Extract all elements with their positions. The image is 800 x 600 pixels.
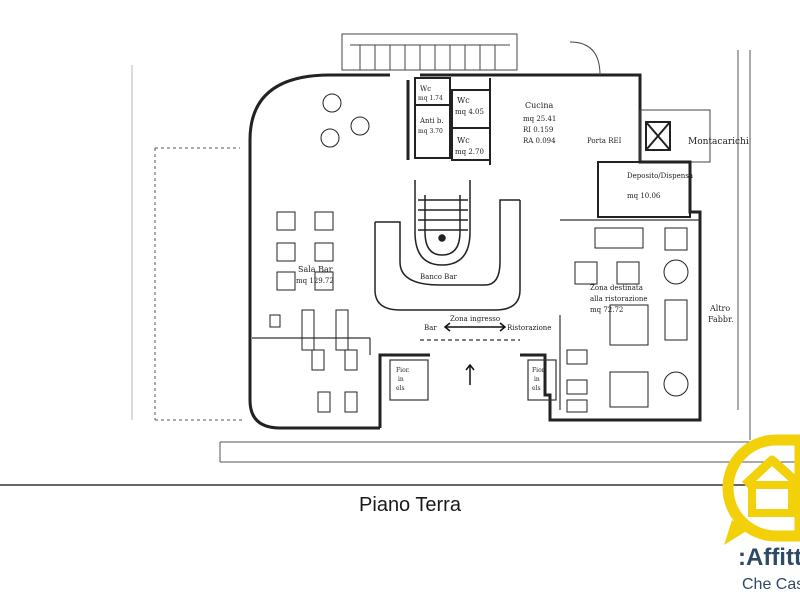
floor-caption: Piano Terra xyxy=(359,494,461,516)
bar-counter xyxy=(374,199,521,311)
porta-rei-label: Porta REI xyxy=(587,137,622,145)
deposito-name: Deposito/Dispensa xyxy=(627,172,693,180)
bar-direction-label: Bar xyxy=(424,324,437,332)
entrance-arrows xyxy=(443,322,507,385)
fior-right-1: Fior. xyxy=(532,367,546,374)
room-labels: Sala Bar mq 129.72 Wc mq 1.74 Anti b. mq… xyxy=(296,85,749,392)
logo-subtitle: Che Casa xyxy=(742,576,800,593)
fior-left-1: Fior. xyxy=(396,367,410,374)
zona-rist-line1: Zona destinata xyxy=(590,284,643,292)
ristorazione-direction-label: Ristorazione xyxy=(507,324,551,332)
affitto-logo-icon xyxy=(722,434,800,545)
altro-line2: Fabbr. xyxy=(708,315,734,324)
cucina-name: Cucina xyxy=(525,101,553,110)
zona-rist-area: mq 72.72 xyxy=(590,306,623,314)
service-walls xyxy=(414,77,691,218)
cucina-area: mq 25.41 xyxy=(523,115,556,123)
montacarichi-label: Montacarichi xyxy=(688,137,749,147)
fior-right-2: in xyxy=(534,376,540,383)
cucina-ra: RA 0.094 xyxy=(523,137,556,145)
fior-right-3: els xyxy=(532,385,541,392)
wc-b-name: Wc xyxy=(457,136,470,145)
fior-left-3: els xyxy=(396,385,405,392)
zona-ingresso-label: Zona ingresso xyxy=(450,315,500,323)
altro-line1: Altro xyxy=(709,304,730,313)
ristorazione-furniture xyxy=(566,227,689,413)
zona-rist-line2: alla ristorazione xyxy=(590,295,648,303)
wc-a-area: mq 4.05 xyxy=(455,108,484,116)
banco-bar-label: Banco Bar xyxy=(420,273,458,281)
logo-text: :Affitt xyxy=(738,544,800,571)
site-lines xyxy=(0,50,800,486)
anti-b-name: Anti b. xyxy=(419,117,444,125)
anti-b-area: mq 3.70 xyxy=(418,128,443,135)
spiral-stair xyxy=(414,180,471,266)
fior-left-2: in xyxy=(398,376,404,383)
sala-bar-area: mq 129.72 xyxy=(296,277,334,285)
deposito-area: mq 10.06 xyxy=(627,192,661,200)
sala-bar-name: Sala Bar xyxy=(298,265,333,274)
partitions xyxy=(252,219,700,410)
wc-a-name: Wc xyxy=(457,96,470,105)
wc-small-name: Wc xyxy=(420,85,431,93)
wc-b-area: mq 2.70 xyxy=(455,148,484,156)
sala-bar-furniture xyxy=(269,93,370,413)
cucina-ri: RI 0.159 xyxy=(523,126,553,134)
wc-small-area: mq 1.74 xyxy=(418,95,443,102)
